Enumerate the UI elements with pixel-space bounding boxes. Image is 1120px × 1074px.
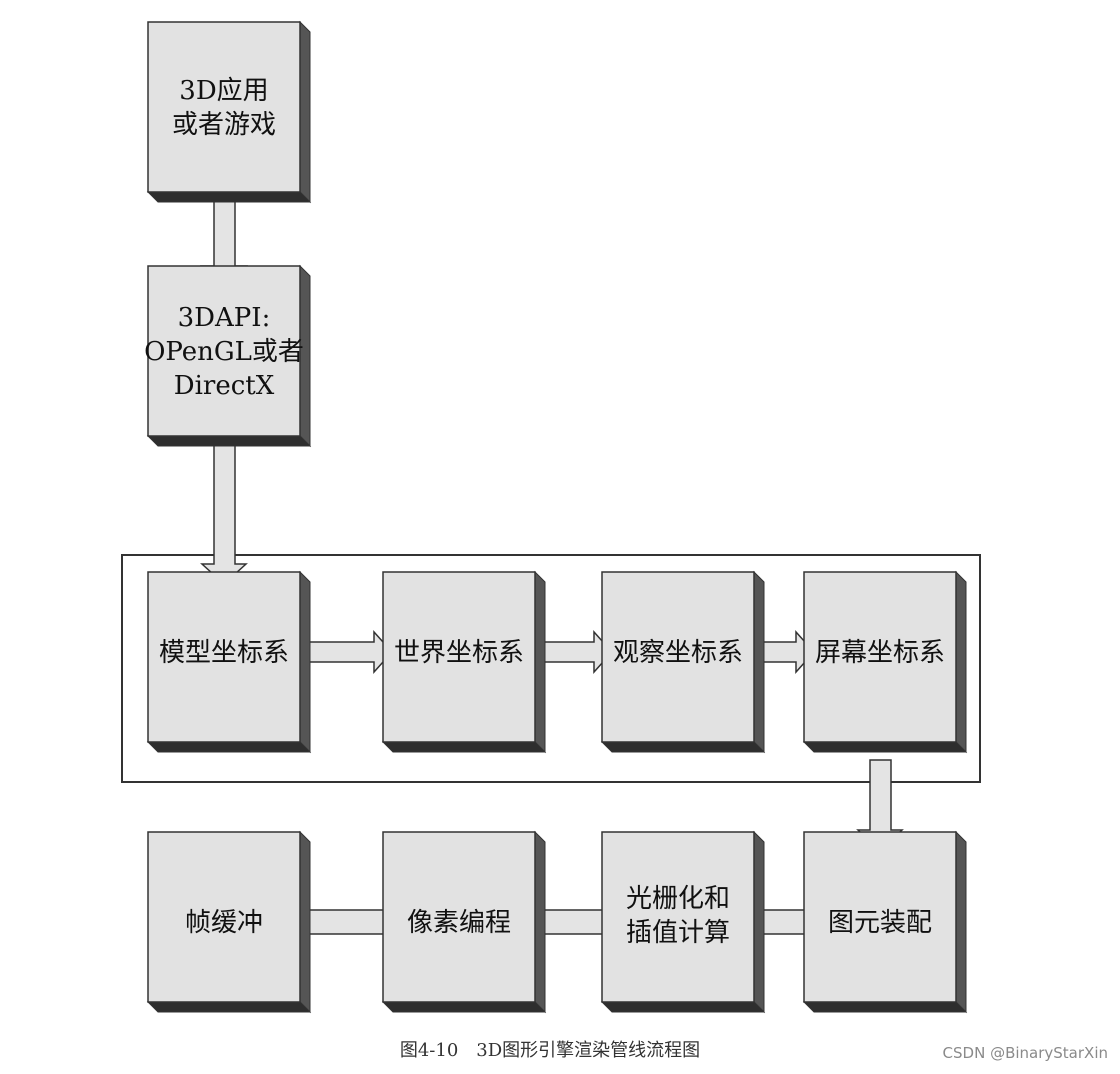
box-side-face — [753, 570, 765, 754]
box-label-line: 观察坐标系 — [613, 638, 743, 668]
box-primitive-assembly: 图元装配 — [802, 830, 968, 1014]
box-side-face — [753, 830, 765, 1014]
box-screen-coordinates: 屏幕坐标系 — [802, 570, 968, 754]
box-bottom-face — [146, 435, 312, 447]
box-bottom-face — [600, 1001, 766, 1013]
box-front-face — [601, 571, 755, 743]
box-bottom-face — [381, 1001, 547, 1013]
box-label-line: OPenGL或者 — [144, 337, 304, 367]
box-label-line: 或者游戏 — [172, 110, 276, 140]
box-label-line: 帧缓冲 — [185, 908, 263, 938]
box-framebuffer: 帧缓冲 — [146, 830, 312, 1014]
arrow-api-to-model — [200, 439, 248, 586]
box-side-face — [534, 830, 546, 1014]
box-side-face — [534, 570, 546, 754]
box-label-line: 光栅化和 — [626, 884, 730, 914]
box-bottom-face — [600, 741, 766, 753]
box-pixel-programming: 像素编程 — [381, 830, 547, 1014]
box-world-coordinates: 世界坐标系 — [381, 570, 547, 754]
box-side-face — [299, 20, 311, 204]
box-bottom-face — [146, 1001, 312, 1013]
box-label-line: 世界坐标系 — [394, 638, 524, 668]
box-bottom-face — [802, 1001, 968, 1013]
figure-caption: 图4-10 3D图形引擎渲染管线流程图 — [399, 1040, 701, 1061]
box-model-coordinates: 模型坐标系 — [146, 570, 312, 754]
box-3d-api: 3DAPI: OPenGL或者 DirectX — [144, 264, 312, 448]
box-label-line: 插值计算 — [626, 918, 730, 948]
box-front-face — [147, 21, 301, 193]
box-front-face — [382, 831, 536, 1003]
box-view-coordinates: 观察坐标系 — [600, 570, 766, 754]
watermark: CSDN @BinaryStarXin — [942, 1044, 1108, 1062]
box-label-line: 屏幕坐标系 — [815, 638, 945, 668]
box-front-face — [803, 571, 957, 743]
box-label-line: 图元装配 — [828, 908, 932, 938]
box-label-line: 模型坐标系 — [159, 638, 289, 668]
box-label-line: 3D应用 — [179, 76, 268, 106]
box-bottom-face — [146, 191, 312, 203]
box-label-line: 像素编程 — [407, 908, 511, 938]
box-front-face — [147, 265, 301, 437]
box-front-face — [147, 571, 301, 743]
box-label-line: DirectX — [174, 371, 275, 401]
box-front-face — [382, 571, 536, 743]
box-label-line: 3DAPI: — [178, 303, 271, 333]
box-front-face — [803, 831, 957, 1003]
box-side-face — [955, 830, 967, 1014]
coordinate-group-frame — [121, 554, 981, 783]
box-front-face — [147, 831, 301, 1003]
box-bottom-face — [802, 741, 968, 753]
box-front-face — [601, 831, 755, 1003]
box-bottom-face — [146, 741, 312, 753]
box-side-face — [299, 830, 311, 1014]
box-side-face — [955, 570, 967, 754]
box-side-face — [299, 570, 311, 754]
box-bottom-face — [381, 741, 547, 753]
